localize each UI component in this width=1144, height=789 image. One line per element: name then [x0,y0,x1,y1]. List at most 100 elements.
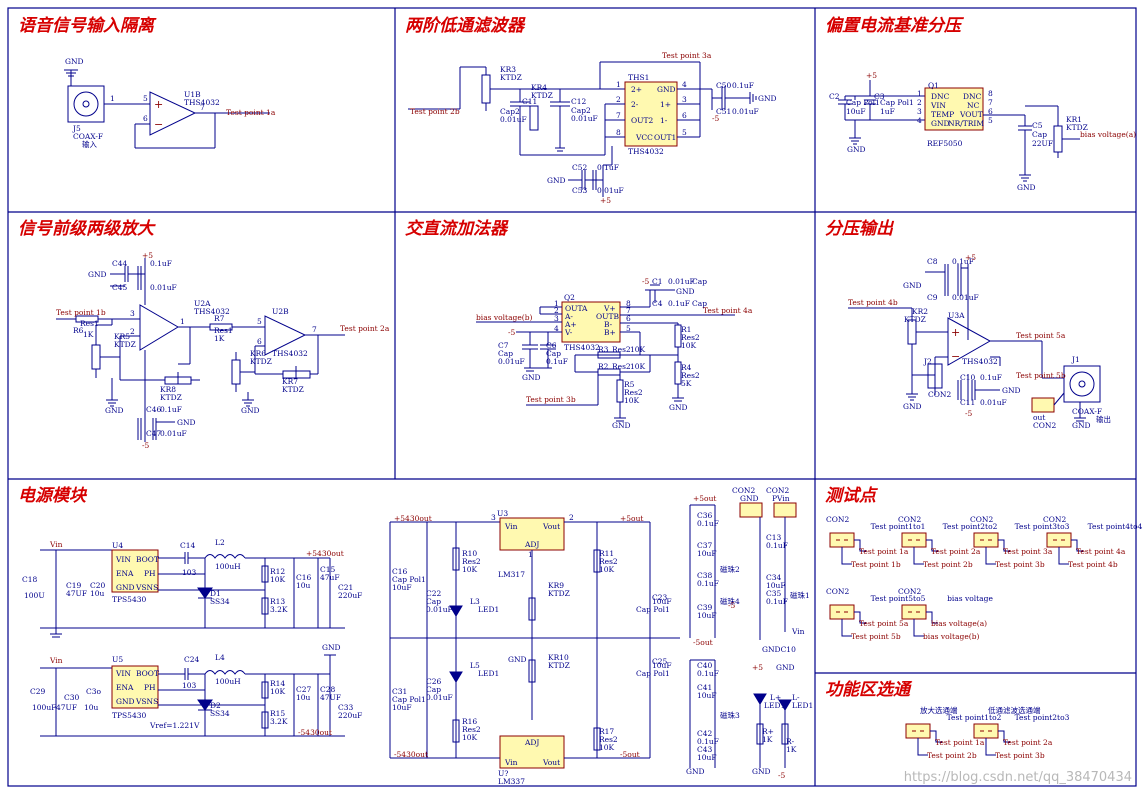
svg-text:-5: -5 [778,771,786,780]
svg-text:0.1uF: 0.1uF [697,737,719,746]
svg-text:SS34: SS34 [210,597,230,606]
svg-text:+5: +5 [752,663,763,672]
svg-text:GND: GND [322,643,341,652]
svg-text:ADJ: ADJ [524,738,539,747]
svg-text:L2: L2 [215,538,225,547]
svg-text:C36: C36 [697,511,713,520]
svg-text:1-: 1- [660,116,668,125]
svg-text:R6: R6 [73,326,84,335]
svg-text:2+: 2+ [631,85,642,94]
svg-text:Cap Pol1: Cap Pol1 [846,98,880,107]
svg-text:C28: C28 [320,685,336,694]
svg-text:1K: 1K [762,735,773,744]
svg-text:Cap: Cap [426,685,441,694]
svg-text:U3A: U3A [948,311,965,320]
svg-text:GND: GND [116,583,135,592]
svg-text:-5: -5 [712,114,720,123]
svg-text:C13: C13 [766,533,782,542]
svg-text:DNC: DNC [931,92,950,101]
section-title-preamp: 信号前级两级放大 [18,219,156,239]
svg-text:C16: C16 [392,567,408,576]
svg-text:-5: -5 [728,601,736,610]
svg-text:Cap Pol1: Cap Pol1 [880,98,914,107]
svg-text:CON2: CON2 [732,486,755,495]
svg-text:0.1uF: 0.1uF [160,405,182,414]
svg-text:Cap Pol1: Cap Pol1 [636,669,670,678]
svg-text:C40: C40 [697,661,713,670]
svg-text:220uF: 220uF [338,591,362,600]
svg-text:2: 2 [554,306,559,315]
svg-text:磁珠3: 磁珠3 [720,710,740,720]
svg-text:Vin: Vin [49,540,63,549]
svg-text:10uF: 10uF [766,581,786,590]
svg-text:KTDZ: KTDZ [114,340,136,349]
connector-body [901,532,927,548]
svg-text:0.01uF: 0.01uF [571,114,598,123]
svg-text:C50: C50 [716,81,732,90]
svg-text:C30: C30 [64,693,80,702]
svg-text:8: 8 [988,89,993,98]
svg-text:C5: C5 [1032,121,1043,130]
svg-text:R16: R16 [462,717,477,726]
svg-text:Res2: Res2 [599,735,618,744]
svg-text:C53: C53 [572,186,588,195]
svg-text:6: 6 [988,107,993,116]
svg-text:C7: C7 [498,341,509,350]
svg-text:Vin: Vin [504,522,518,531]
svg-text:10K: 10K [599,565,615,574]
svg-text:OUT2: OUT2 [631,116,653,125]
svg-text:GND: GND [931,119,950,128]
svg-text:5: 5 [257,317,262,326]
svg-text:0.1uF: 0.1uF [732,81,754,90]
svg-text:10u: 10u [296,693,311,702]
svg-text:PH: PH [144,569,156,578]
svg-text:KTDZ: KTDZ [250,357,272,366]
svg-text:7: 7 [616,111,621,120]
svg-text:10K: 10K [630,362,646,371]
svg-text:-5out: -5out [693,638,713,647]
svg-text:1K: 1K [214,334,225,343]
svg-text:7: 7 [626,306,631,315]
svg-text:C3: C3 [874,92,885,101]
svg-text:+5out: +5out [620,514,643,523]
svg-text:R15: R15 [270,709,285,718]
svg-text:+5: +5 [600,196,611,205]
svg-text:22UF: 22UF [1032,139,1053,148]
svg-text:C19: C19 [66,581,82,590]
svg-text:THS4032: THS4032 [628,147,664,156]
svg-text:GND: GND [522,373,541,382]
svg-text:V-: V- [564,328,573,337]
svg-text:GNDC10: GNDC10 [762,645,796,654]
svg-text:U2A: U2A [194,299,211,308]
tp-net-b: Test point 3b [995,751,1045,760]
svg-text:2: 2 [917,98,922,107]
j5-ref: J5 [72,124,81,133]
svg-text:Vout: Vout [542,522,560,531]
net-label-tp3b: Test point 3b [526,395,576,404]
svg-text:1+: 1+ [660,100,671,109]
svg-text:47uF: 47uF [320,573,340,582]
svg-text:VIN: VIN [930,101,946,110]
svg-text:C37: C37 [697,541,713,550]
svg-text:SS34: SS34 [210,709,230,718]
svg-text:GND: GND [686,767,705,776]
svg-text:Res2: Res2 [462,725,481,734]
section-title-bias-ref: 偏置电流基准分压 [825,16,965,36]
j5-desc: 输入 [82,139,97,149]
svg-text:L-: L- [792,693,800,702]
func-select-title: 低通滤波选通端 [988,705,1041,715]
svg-text:Res2: Res2 [599,557,618,566]
svg-text:10K: 10K [462,733,478,742]
svg-text:VCC: VCC [635,133,653,142]
svg-text:C18: C18 [22,575,38,584]
svg-text:TPS5430: TPS5430 [112,595,147,604]
